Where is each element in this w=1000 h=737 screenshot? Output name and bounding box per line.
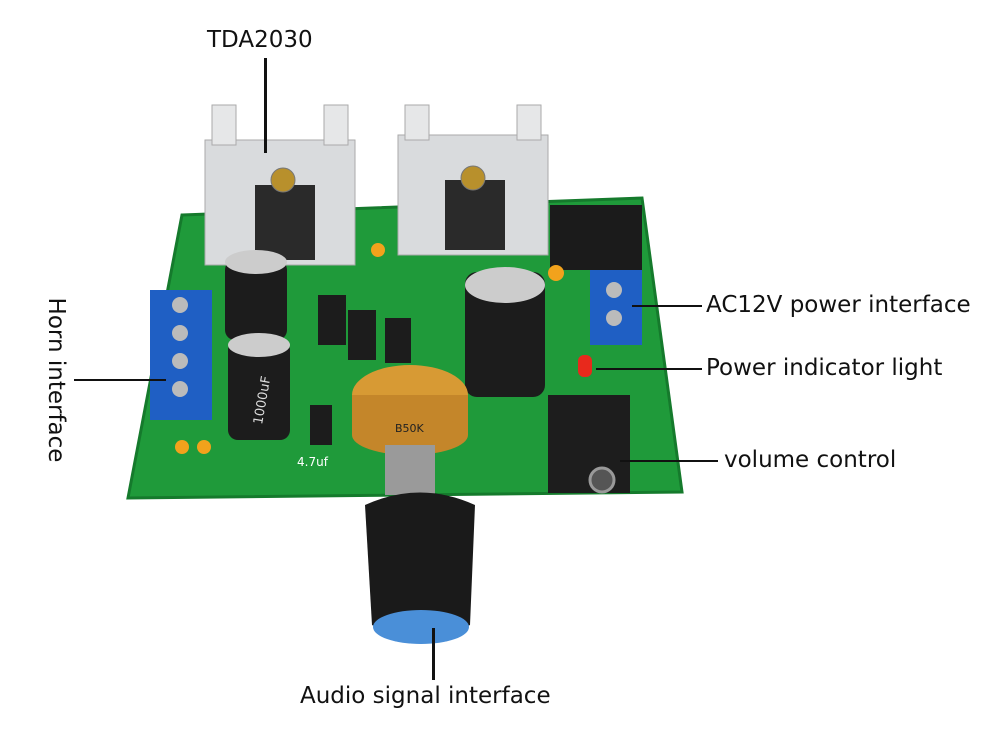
- label-tda2030: TDA2030: [207, 27, 313, 53]
- power-terminal: [590, 270, 642, 345]
- label-horn-interface: Horn interface: [43, 297, 69, 463]
- heatsink-right: [397, 104, 549, 256]
- leader-line-volume: [620, 460, 718, 462]
- leader-line-power-interface: [632, 305, 702, 307]
- leader-line-tda2030: [264, 58, 267, 153]
- volume-knob: [365, 492, 475, 644]
- leader-line-power-light: [596, 368, 702, 370]
- heatsink-left: [204, 104, 356, 266]
- capacitors: 1000uF 4.7uf: [175, 243, 564, 469]
- power-led: [578, 355, 592, 377]
- leader-line-audio: [432, 628, 435, 680]
- label-power-interface: AC12V power interface: [706, 292, 971, 318]
- potentiometer: B50K: [352, 365, 468, 495]
- label-power-light: Power indicator light: [706, 355, 943, 381]
- dc-jack: [550, 205, 642, 270]
- label-volume-control: volume control: [724, 447, 897, 473]
- horn-terminal: [150, 290, 212, 420]
- audio-jack: [548, 395, 630, 494]
- pot-marking: B50K: [395, 422, 425, 435]
- leader-line-horn: [74, 379, 166, 381]
- cap-small-marking: 4.7uf: [297, 455, 329, 469]
- label-audio-signal-interface: Audio signal interface: [300, 683, 551, 709]
